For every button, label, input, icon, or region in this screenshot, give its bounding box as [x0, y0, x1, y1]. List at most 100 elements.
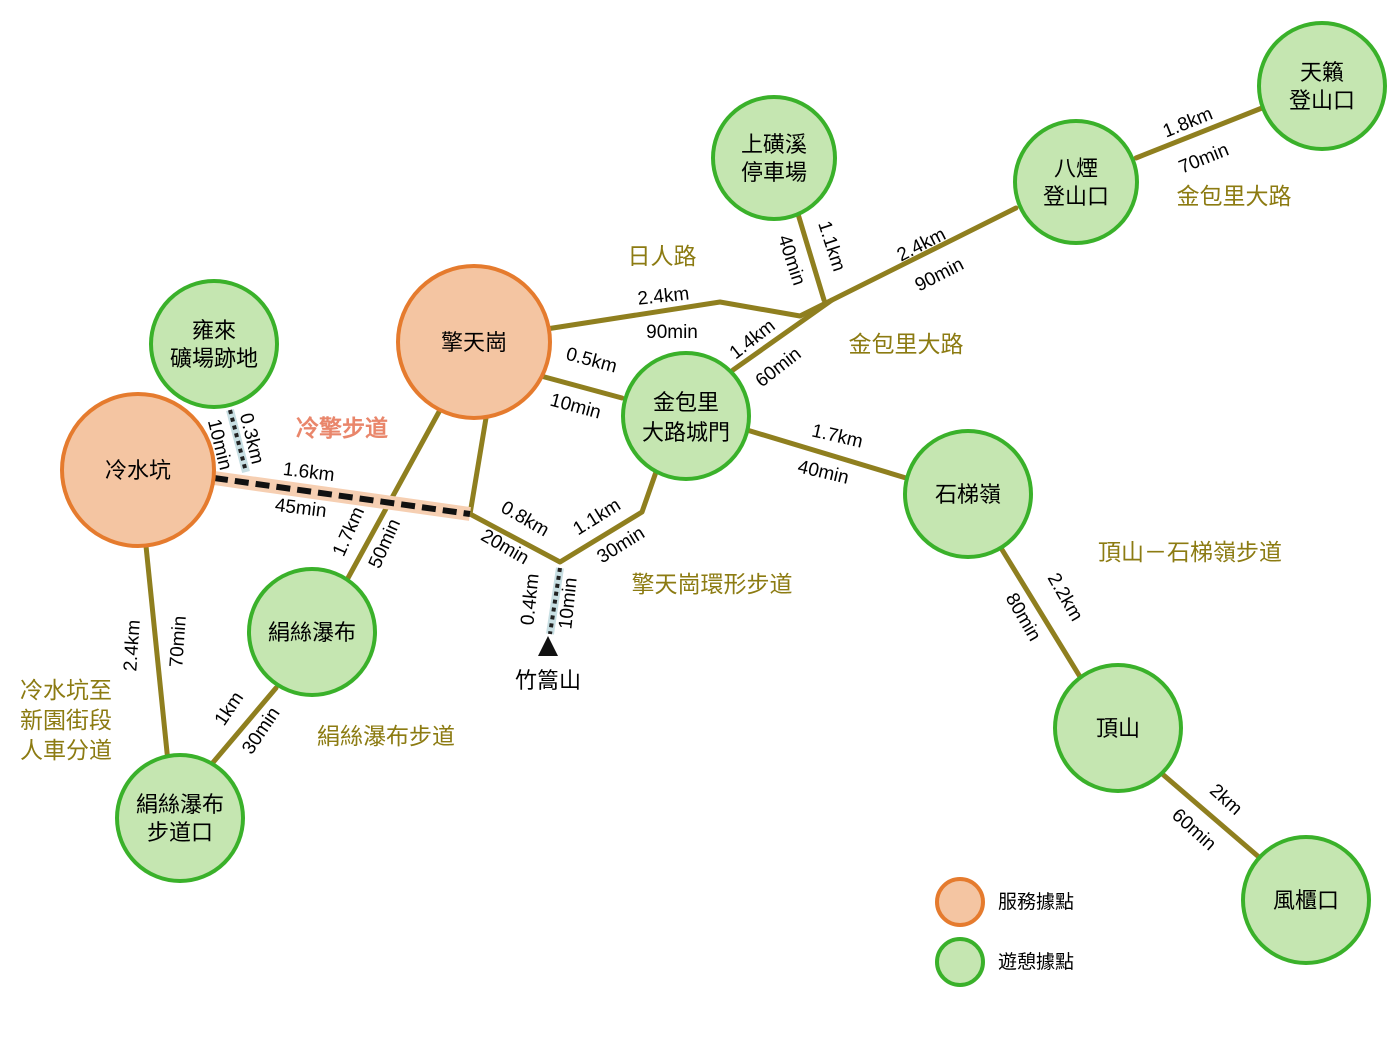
trail-jinbaoli-lower: 金包里大路 [849, 332, 964, 358]
node-bayan[interactable]: 八煙 登山口 [1013, 119, 1139, 245]
yonglai-spur-dash [228, 409, 248, 473]
route-dingshan-fengguikou [1157, 769, 1263, 861]
peak-spur-dash [548, 567, 562, 635]
trail-juansi: 絹絲瀑布步道 [317, 724, 455, 750]
route-gate-bayan [730, 205, 1019, 373]
label-shang-dist: 1.1km [813, 218, 849, 274]
node-shitiling[interactable]: 石梯嶺 [903, 429, 1033, 559]
label-qtg-falls-time: 50min [365, 516, 405, 572]
trail-dingshan-shitiling: 頂山－石梯嶺步道 [1098, 540, 1282, 566]
label-gate-shitiling-dist: 1.7km [810, 421, 865, 453]
node-juansi-falls[interactable]: 絹絲瀑布 [247, 567, 377, 697]
trail-lengqing: 冷擎步道 [296, 415, 388, 442]
node-dingshan[interactable]: 頂山 [1053, 663, 1183, 793]
label-trailhead-falls-dist: 1km [211, 688, 248, 730]
route-qingtiangang-gate [538, 373, 625, 401]
rest-point-marker [1053, 663, 1183, 793]
lengqing-trail-dash [213, 475, 471, 517]
route-qingtiangang-rirenlu [537, 297, 835, 333]
node-label: 冷水坑 [105, 459, 171, 484]
label-junction-bayan-dist: 2.4km [894, 224, 950, 266]
node-label-line-2: 停車場 [741, 161, 807, 186]
label-lsk-trailhead-time: 70min [166, 615, 191, 668]
route-gate-shitiling [744, 427, 909, 481]
legend-rest-swatch [935, 937, 985, 987]
trail-lsk-xinyuan-line-3: 人車分道 [20, 738, 112, 764]
node-label: 風櫃口 [1273, 889, 1339, 914]
route-lines [143, 105, 1265, 861]
label-qtg-gate-dist: 0.5km [564, 344, 619, 378]
node-label-line-1: 天籟 [1300, 61, 1344, 86]
trail-lsk-xinyuan-line-1: 冷水坑至 [20, 678, 112, 704]
node-yonglai[interactable]: 雍來 礦場跡地 [149, 279, 279, 409]
legend-service-swatch [935, 877, 985, 927]
node-fengguikou[interactable]: 風櫃口 [1241, 835, 1371, 965]
node-tianlai[interactable]: 天籟 登山口 [1257, 21, 1387, 151]
label-peak-dist: 0.4km [517, 573, 543, 627]
label-trailhead-falls-time: 30min [238, 704, 284, 759]
node-juansi-trailhead[interactable]: 絹絲瀑布 步道口 [115, 753, 245, 883]
node-label-line-2: 步道口 [147, 821, 213, 846]
label-qtg-gate-time: 10min [548, 390, 603, 424]
node-shangqingxi[interactable]: 上磺溪 停車場 [711, 95, 837, 221]
peak-zhugaoshan[interactable]: 竹篙山 [515, 636, 581, 694]
label-dingshan-fenggui-time: 60min [1167, 805, 1220, 855]
legend-rest-label: 遊憩據點 [998, 951, 1074, 973]
node-jinbaoli-gate[interactable]: 金包里 大路城門 [621, 351, 751, 481]
route-shitiling-dingshan [998, 545, 1085, 683]
node-label: 石梯嶺 [935, 483, 1001, 508]
trail-name-labels: 冷擎步道 日人路 金包里大路 金包里大路 擎天崗環形步道 頂山－石梯嶺步道 絹絲… [20, 184, 1292, 764]
node-label-line-1: 上磺溪 [741, 133, 807, 158]
label-qtg-shang-time: 90min [646, 322, 698, 343]
route-qingtiangang-loop [467, 415, 659, 565]
trail-rirenlu: 日人路 [628, 244, 697, 270]
label-lsk-trailhead-dist: 2.4km [120, 619, 145, 672]
label-loop-right-dist: 1.1km [570, 495, 625, 540]
route-bayan-tianlai [1133, 105, 1265, 161]
node-label: 頂山 [1096, 717, 1140, 742]
map-nodes: 冷水坑 擎天崗 雍來 礦場跡地 金包里 大路城門 上磺溪 停車場 八煙 登山口 [60, 21, 1387, 965]
rest-point-marker [1241, 835, 1371, 965]
node-label-line-2: 登山口 [1289, 89, 1355, 114]
label-loop-right-time: 30min [594, 523, 649, 568]
trail-lsk-xinyuan-line-2: 新園街段 [20, 708, 112, 734]
legend: 服務據點 遊憩據點 [935, 877, 1074, 987]
trail-qingtiangang-loop: 擎天崗環形步道 [632, 572, 793, 598]
legend-service-label: 服務據點 [998, 891, 1074, 913]
rest-point-marker [247, 567, 377, 697]
node-label: 絹絲瀑布 [268, 621, 356, 646]
peak-label: 竹篙山 [515, 669, 581, 694]
node-label-line-2: 登山口 [1043, 185, 1109, 210]
node-label-line-1: 絹絲瀑布 [136, 793, 224, 818]
rest-point-marker [149, 279, 279, 409]
route-qingtiangang-falls [345, 407, 443, 581]
node-label-line-1: 雍來 [192, 319, 236, 344]
rest-point-marker [621, 351, 751, 481]
segment-labels: 1.6km 45min 0.3km 10min 0.5km 10min 2.4k… [120, 103, 1246, 855]
label-bayan-tianlai-time: 70min [1176, 139, 1232, 178]
label-peak-time: 10min [555, 577, 581, 631]
rest-point-marker [903, 429, 1033, 559]
label-shitiling-dingshan-time: 80min [1001, 590, 1045, 645]
label-shitiling-dingshan-dist: 2.2km [1043, 570, 1087, 625]
rest-point-marker [1257, 21, 1387, 151]
node-lengshuikeng[interactable]: 冷水坑 [60, 392, 216, 548]
node-label-line-1: 金包里 [653, 391, 719, 416]
trail-jinbaoli-upper: 金包里大路 [1177, 184, 1292, 210]
rest-point-marker [711, 95, 837, 221]
peak-triangle-icon [538, 636, 558, 656]
node-label-line-1: 八煙 [1054, 157, 1098, 182]
service-point-marker [396, 264, 552, 420]
node-label-line-2: 大路城門 [642, 421, 730, 446]
route-trailhead-falls [207, 685, 279, 769]
label-junction-bayan-time: 90min [912, 254, 968, 296]
route-lsk-trailhead [143, 543, 171, 765]
node-qingtiangang[interactable]: 擎天崗 [396, 264, 552, 420]
dashed-trails [213, 409, 564, 635]
node-label-line-2: 礦場跡地 [170, 347, 258, 372]
service-point-marker [60, 392, 216, 548]
route-shangqingxi-junction [795, 211, 827, 303]
rest-point-marker [115, 753, 245, 883]
node-label: 擎天崗 [441, 331, 507, 356]
